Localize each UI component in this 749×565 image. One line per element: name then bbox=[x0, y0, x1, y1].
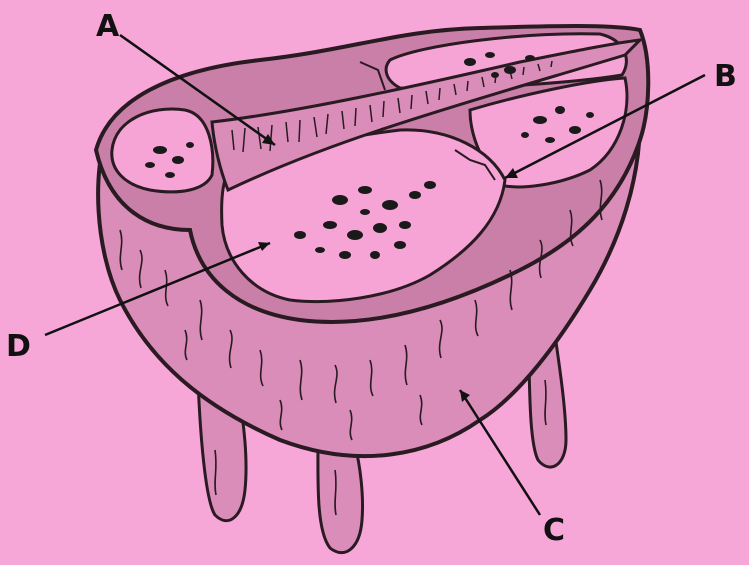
label-b: B bbox=[714, 59, 737, 94]
leader-line-c bbox=[460, 390, 540, 515]
label-a: A bbox=[96, 9, 120, 44]
label-c: C bbox=[543, 513, 565, 548]
label-d: D bbox=[6, 329, 31, 364]
